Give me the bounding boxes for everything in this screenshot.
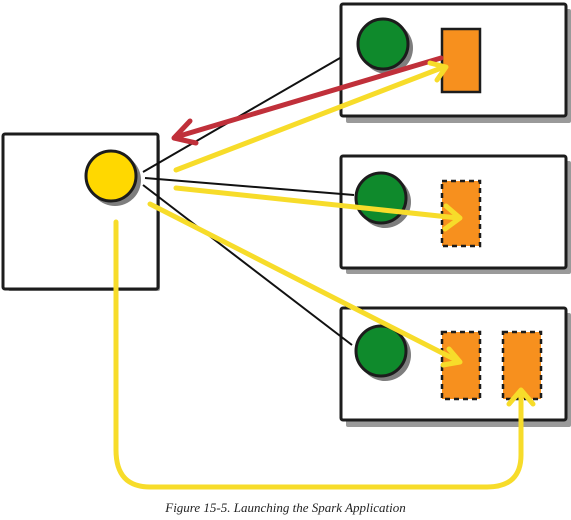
task-worker-1-solid — [440, 27, 482, 94]
driver-node — [1, 132, 160, 291]
spark-launch-diagram — [1, 2, 571, 490]
yellow-arrow-worker-2-head — [442, 203, 463, 232]
arrows — [113, 55, 536, 490]
yellow-arrow-worker-2 — [173, 185, 461, 221]
tasks — [440, 27, 543, 401]
driver-dot-group — [84, 149, 141, 206]
red-return-arrow — [173, 55, 444, 140]
yellow-arrow-worker-3-task-1-head — [440, 346, 463, 368]
executor-dot-3 — [354, 324, 408, 378]
red-return-arrowhead — [171, 118, 199, 146]
link-to-worker-2 — [144, 177, 355, 196]
yellow-arrow-worker-3-task-2-head — [506, 387, 536, 407]
figure-caption: Figure 15-5. Launching the Spark Applica… — [165, 500, 406, 515]
yellow-arrow-worker-3-task-2 — [113, 219, 524, 490]
driver-node-box — [1, 132, 160, 291]
executor-dot-1 — [356, 17, 410, 71]
driver-dot — [84, 149, 138, 203]
task-worker-3-dashed-1 — [440, 330, 482, 401]
link-to-worker-3 — [142, 184, 353, 346]
yellow-arrow-worker-1-head — [427, 60, 449, 83]
executor-dot-2 — [354, 171, 408, 225]
yellow-arrow-worker-3-task-1 — [147, 201, 461, 364]
yellow-arrow-worker-1 — [173, 64, 447, 173]
task-worker-2-dashed — [440, 179, 482, 248]
